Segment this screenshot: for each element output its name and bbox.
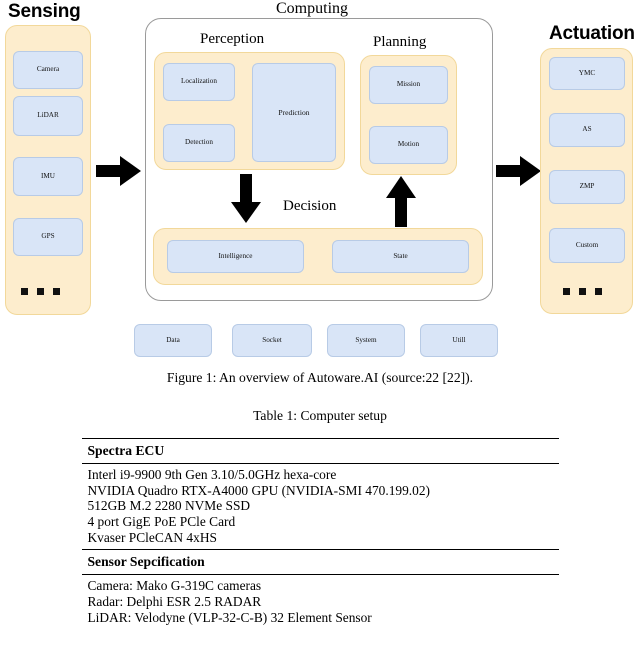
planning-item-mission[interactable]: Mission <box>369 66 448 104</box>
arrow-decision-to-planning <box>386 176 416 227</box>
perception-item-localization[interactable]: Localization <box>163 63 235 101</box>
dot-icon <box>595 288 602 295</box>
sensing-ellipsis-dots <box>21 288 60 295</box>
sensing-item-gps[interactable]: GPS <box>13 218 83 256</box>
actuation-ellipsis-dots <box>563 288 602 295</box>
module-utill[interactable]: Utill <box>420 324 498 357</box>
actuation-item-ymc[interactable]: YMC <box>549 57 625 90</box>
dot-icon <box>579 288 586 295</box>
actuation-title: Actuation <box>549 23 635 44</box>
section-body-spectra-ecu: Interl i9-9900 9th Gen 3.10/5.0GHz hexa-… <box>81 462 559 550</box>
spec-line: Camera: Mako G-319C cameras <box>87 578 262 594</box>
sensing-item-camera[interactable]: Camera <box>13 51 83 89</box>
table-caption: Table 1: Computer setup <box>253 408 387 423</box>
module-data[interactable]: Data <box>134 324 212 357</box>
sensing-item-imu[interactable]: IMU <box>13 157 83 196</box>
section-header-spectra-ecu: Spectra ECU <box>81 438 559 464</box>
decision-item-state[interactable]: State <box>332 240 469 273</box>
figure-overview: Sensing Camera LiDAR IMU GPS Computing P… <box>5 0 635 385</box>
table-row: Interl i9-9900 9th Gen 3.10/5.0GHz hexa-… <box>81 462 559 550</box>
spec-line: NVIDIA Quadro RTX-A4000 GPU (NVIDIA-SMI … <box>87 482 430 498</box>
module-system[interactable]: System <box>327 324 405 357</box>
actuation-item-as[interactable]: AS <box>549 113 625 147</box>
spec-line: 4 port GigE PoE PCle Card <box>87 514 236 530</box>
section-header-sensor-spec: Sensor Sepcification <box>81 549 559 575</box>
decision-item-intelligence[interactable]: Intelligence <box>167 240 304 273</box>
module-socket[interactable]: Socket <box>232 324 312 357</box>
table-row: Sensor Sepcification <box>81 549 559 575</box>
actuation-item-zmp[interactable]: ZMP <box>549 170 625 204</box>
dot-icon <box>563 288 570 295</box>
sensing-item-lidar[interactable]: LiDAR <box>13 96 83 136</box>
actuation-item-custom[interactable]: Custom <box>549 228 625 263</box>
planning-title: Planning <box>373 34 427 50</box>
arrow-computing-to-actuation <box>496 156 541 186</box>
table-row: Camera: Mako G-319C cameras Radar: Delph… <box>81 574 559 630</box>
computing-title: Computing <box>276 0 349 17</box>
table-row: Spectra ECU <box>81 438 559 464</box>
perception-item-detection[interactable]: Detection <box>163 124 235 162</box>
spec-line: LiDAR: Velodyne (VLP-32-C-B) 32 Element … <box>87 609 372 625</box>
decision-title: Decision <box>283 198 337 214</box>
perception-title: Perception <box>200 31 265 47</box>
table-computer-setup: Table 1: Computer setup Spectra ECU Inte… <box>0 408 640 630</box>
perception-item-prediction[interactable]: Prediction <box>252 63 336 162</box>
planning-item-motion[interactable]: Motion <box>369 126 448 164</box>
setup-table: Spectra ECU Interl i9-9900 9th Gen 3.10/… <box>81 438 559 630</box>
figure-caption: Figure 1: An overview of Autoware.AI (so… <box>166 370 474 385</box>
spec-line: 512GB M.2 2280 NVMe SSD <box>87 498 251 514</box>
dot-icon <box>37 288 44 295</box>
dot-icon <box>21 288 28 295</box>
sensing-title: Sensing <box>8 1 81 22</box>
spec-line: Kvaser PCleCAN 4xHS <box>87 529 217 545</box>
arrow-perception-to-decision <box>231 174 261 223</box>
arrow-sensing-to-computing <box>96 156 141 186</box>
spec-line: Radar: Delphi ESR 2.5 RADAR <box>87 594 262 610</box>
dot-icon <box>53 288 60 295</box>
section-body-sensor-spec: Camera: Mako G-319C cameras Radar: Delph… <box>81 574 559 630</box>
spec-line: Interl i9-9900 9th Gen 3.10/5.0GHz hexa-… <box>87 467 337 482</box>
